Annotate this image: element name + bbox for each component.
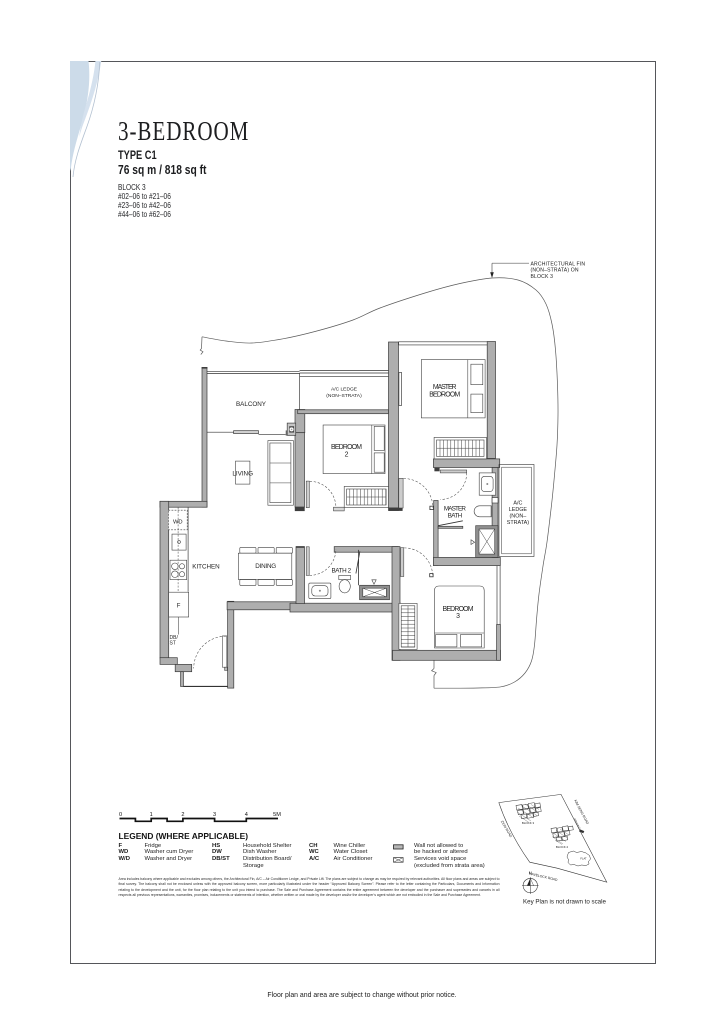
- svg-text:(NON–STRATA): (NON–STRATA): [326, 393, 362, 399]
- svg-text:BLOCK 3: BLOCK 3: [522, 821, 535, 825]
- svg-text:2: 2: [181, 812, 184, 818]
- svg-text:BALCONY: BALCONY: [236, 401, 267, 408]
- svg-text:2: 2: [345, 452, 349, 459]
- svg-text:ARCHITECTURAL FIN: ARCHITECTURAL FIN: [531, 262, 586, 268]
- svg-text:BATH 2: BATH 2: [331, 567, 351, 574]
- svg-text:BEDROOM: BEDROOM: [429, 392, 460, 399]
- svg-text:A/C LEDGE: A/C LEDGE: [331, 387, 358, 393]
- svg-text:F: F: [177, 604, 181, 610]
- svg-text:MASTER: MASTER: [444, 506, 466, 513]
- svg-text:FLAT: FLAT: [580, 857, 587, 861]
- svg-text:(NON–: (NON–: [510, 514, 527, 520]
- svg-text:3: 3: [213, 812, 216, 818]
- svg-text:(NON–STRATA) ON: (NON–STRATA) ON: [531, 268, 579, 274]
- svg-text:4: 4: [245, 812, 248, 818]
- svg-text:LEDGE: LEDGE: [509, 507, 528, 513]
- svg-text:BLOCK 2: BLOCK 2: [556, 845, 569, 849]
- svg-text:3: 3: [456, 613, 460, 620]
- svg-text:A/C: A/C: [513, 500, 522, 506]
- svg-text:BEDROOM: BEDROOM: [443, 606, 474, 613]
- svg-text:PENDING: PENDING: [573, 818, 582, 830]
- svg-text:5M: 5M: [273, 812, 281, 818]
- svg-text:Key Plan is not drawn to scale: Key Plan is not drawn to scale: [523, 899, 606, 906]
- svg-text:0: 0: [119, 812, 122, 818]
- svg-text:MASTER: MASTER: [433, 384, 457, 391]
- svg-text:BATH: BATH: [448, 513, 463, 520]
- svg-text:DB/: DB/: [170, 635, 179, 641]
- svg-text:WD: WD: [173, 520, 183, 526]
- svg-text:ST: ST: [170, 641, 176, 647]
- svg-text:KITCHEN: KITCHEN: [192, 563, 220, 570]
- svg-text:BEDROOM: BEDROOM: [331, 444, 362, 451]
- svg-text:BLOCK 3: BLOCK 3: [531, 274, 554, 280]
- svg-text:1: 1: [150, 812, 153, 818]
- svg-text:HAVELOCK ROAD: HAVELOCK ROAD: [529, 872, 559, 883]
- svg-text:LIVING: LIVING: [232, 471, 253, 478]
- svg-text:N: N: [529, 871, 532, 876]
- svg-text:DINING: DINING: [255, 563, 276, 570]
- svg-text:STRATA): STRATA): [507, 520, 529, 526]
